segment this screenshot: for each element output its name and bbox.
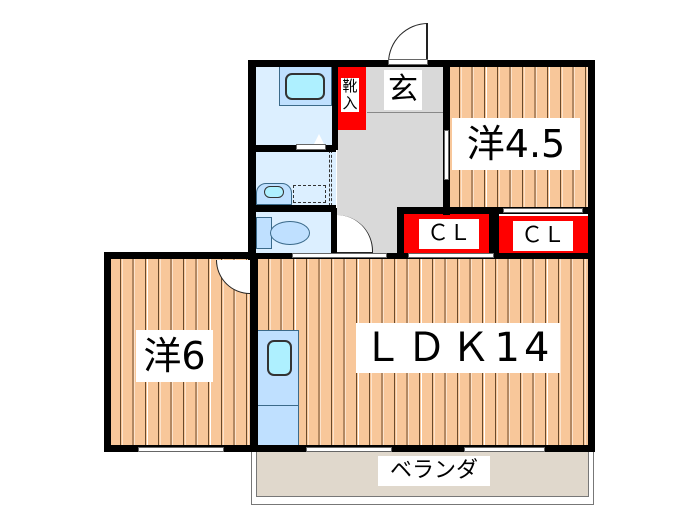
western-45-door[interactable]: [444, 130, 449, 180]
shoe-storage-label-bottom: 入: [341, 94, 359, 112]
wall: [248, 145, 336, 152]
bathroom-door[interactable]: [296, 144, 326, 150]
wall: [104, 252, 256, 259]
western-6-window: [138, 447, 224, 452]
veranda-label: ベランダ: [378, 456, 490, 486]
wall: [248, 205, 336, 212]
entrance-door-leaf: [426, 23, 428, 63]
toilet-bowl: [270, 221, 310, 245]
washroom-curtain-line: [329, 150, 332, 206]
closet-2-door[interactable]: [503, 208, 583, 213]
wall: [248, 60, 256, 260]
wash-basin-icon: [264, 186, 284, 198]
door-arrow-icon: [314, 134, 324, 144]
wall: [397, 207, 404, 257]
room-western-45-label: 洋4.5: [452, 118, 580, 170]
wall: [489, 207, 499, 257]
ldk-window-2: [464, 447, 545, 452]
wall: [250, 258, 258, 448]
kitchen-sink-icon: [267, 340, 292, 376]
room-western-6-label: 洋6: [136, 330, 213, 382]
wall: [331, 208, 337, 258]
closet-2-label: ＣＬ: [513, 221, 573, 251]
entrance-door-threshold: [388, 59, 428, 65]
ldk-window-1: [306, 447, 392, 452]
washing-machine-space: [293, 185, 326, 203]
closet-1-label: ＣＬ: [419, 219, 479, 249]
kitchen-counter-lower: [257, 405, 299, 446]
shoe-storage-label-top: 靴: [341, 77, 359, 95]
closet-1-door[interactable]: [408, 253, 494, 258]
bathtub-icon: [285, 73, 325, 100]
entrance-door[interactable]: [388, 23, 428, 63]
room-ldk-label: ＬＤＫ14: [356, 323, 560, 373]
wall: [104, 252, 111, 452]
entrance-label: 玄: [384, 70, 422, 110]
entrance-step-line: [367, 112, 443, 113]
toilet-hall-partition: [292, 253, 387, 258]
wall: [332, 60, 338, 150]
